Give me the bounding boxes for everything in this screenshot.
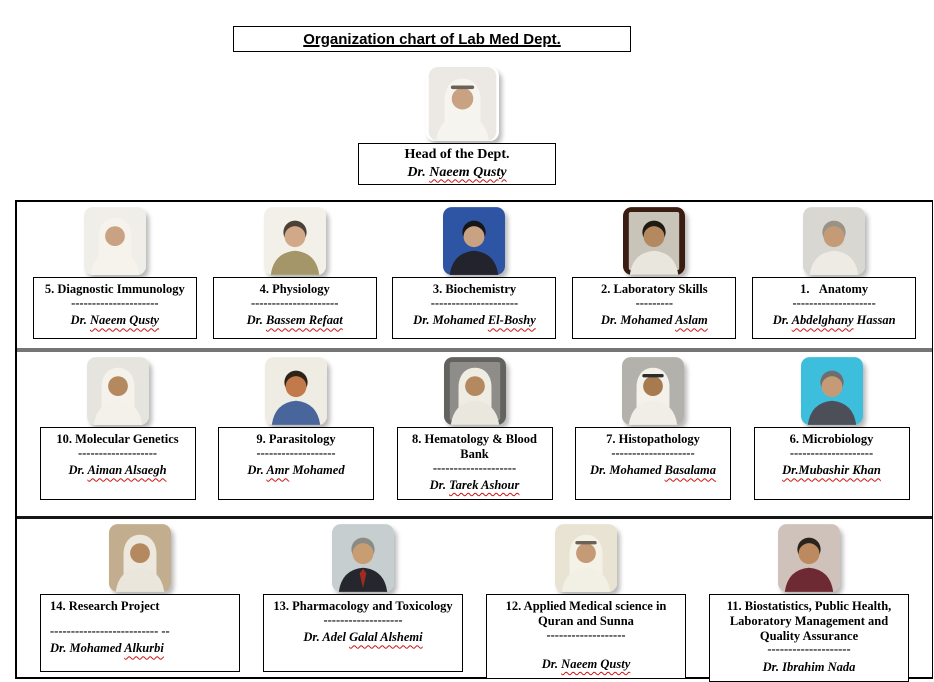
division-title: 3. Biochemistry [432, 282, 517, 296]
doctor-name: Dr. Aiman Alsaegh [68, 463, 167, 478]
staff-photo [443, 357, 506, 425]
separator-dashes: --------- [635, 296, 674, 310]
division-title: 14. Research Project [50, 599, 160, 613]
dept-unit-1-anatomy: 1. Anatomy -------------------- Dr. Abde… [752, 207, 917, 339]
dept-unit-10-molecular-genetics: 10. Molecular Genetics -----------------… [39, 357, 196, 500]
staff-photo [86, 357, 149, 425]
dept-unit-14-research-project: 14. Research Project -------------------… [40, 524, 240, 672]
head-of-dept-title: Head of the Dept. [404, 147, 510, 162]
division-box: 7. Histopathology -------------------- D… [575, 427, 731, 500]
dept-unit-4-physiology: 4. Physiology --------------------- Dr. … [212, 207, 377, 339]
dept-unit-12-applied-medical-science: 12. Applied Medical science in Quran and… [486, 524, 686, 680]
division-box: 13. Pharmacology and Toxicology --------… [263, 594, 463, 672]
staff-photo [803, 207, 866, 275]
dept-unit-5-diagnostic-immunology: 5. Diagnostic Immunology ---------------… [32, 207, 197, 339]
division-box: 6. Microbiology -------------------- Dr.… [753, 427, 910, 500]
division-title: 6. Microbiology [789, 432, 874, 446]
division-box: 10. Molecular Genetics -----------------… [39, 427, 196, 500]
doctor-name: Dr. Mohamed Alkurbi [50, 641, 164, 656]
division-row-2: 10. Molecular Genetics -----------------… [17, 352, 932, 519]
division-row-1: 5. Diagnostic Immunology ---------------… [17, 202, 932, 352]
chart-title: Organization chart of Lab Med Dept. [303, 30, 561, 48]
separator-dashes: ------------------- [77, 446, 158, 460]
division-title: 11. Biostatistics, Public Health, Labora… [726, 599, 892, 643]
chart-title-box: Organization chart of Lab Med Dept. [233, 26, 631, 52]
staff-photo [443, 207, 506, 275]
doctor-name: Dr. Ibrahim Nada [762, 659, 856, 674]
division-title: 10. Molecular Genetics [56, 432, 179, 446]
division-title: 4. Physiology [259, 282, 330, 296]
separator-dashes: --------------------- [71, 296, 159, 310]
separator-dashes: -------------------- [611, 446, 695, 460]
separator-dashes: --------------------- [430, 296, 519, 310]
division-row-3: 14. Research Project -------------------… [17, 519, 932, 682]
division-title: 13. Pharmacology and Toxicology [273, 599, 453, 613]
head-of-dept-photo [426, 67, 499, 141]
doctor-name: Dr. Bassem Refaat [246, 313, 343, 328]
separator-dashes: ------------------- [323, 613, 403, 627]
division-box: 1. Anatomy -------------------- Dr. Abde… [752, 277, 917, 339]
doctor-name: Dr. Tarek Ashour [429, 478, 520, 492]
dept-unit-8-hematology-blood-bank: 8. Hematology & Blood Bank -------------… [396, 357, 553, 501]
doctor-name: Dr. Amr Mohamed [247, 463, 345, 478]
division-box: 4. Physiology --------------------- Dr. … [212, 277, 377, 339]
division-box: 9. Parasitology ------------------- Dr. … [218, 427, 374, 500]
org-chart-board: 5. Diagnostic Immunology ---------------… [15, 200, 933, 682]
staff-photo [555, 524, 617, 592]
division-title: 7. Histopathology [606, 432, 700, 446]
separator-dashes: -------------------- [792, 296, 876, 310]
doctor-name: Dr. Abdelghany Hassan [772, 313, 896, 328]
doctor-name: Dr. Naeem Qusty [70, 313, 160, 328]
dept-unit-2-laboratory-skills: 2. Laboratory Skills --------- Dr. Moham… [572, 207, 737, 339]
dept-unit-13-pharmacology-toxicology: 13. Pharmacology and Toxicology --------… [263, 524, 463, 672]
separator-dashes: -------------------- [432, 461, 517, 474]
staff-photo [332, 524, 394, 592]
division-box: 14. Research Project -------------------… [40, 594, 240, 672]
staff-photo [109, 524, 171, 592]
division-title: 1. Anatomy [800, 282, 869, 296]
staff-photo [800, 357, 863, 425]
staff-photo [623, 207, 686, 275]
staff-photo [83, 207, 146, 275]
dept-unit-9-parasitology: 9. Parasitology ------------------- Dr. … [218, 357, 374, 500]
dept-unit-11-biostatistics-public-health: 11. Biostatistics, Public Health, Labora… [709, 524, 909, 682]
head-of-dept-name: Dr. Naeem Qusty [407, 164, 507, 180]
dept-unit-7-histopathology: 7. Histopathology -------------------- D… [575, 357, 731, 500]
dept-unit-3-biochemistry: 3. Biochemistry --------------------- Dr… [392, 207, 557, 339]
division-box: 12. Applied Medical science in Quran and… [486, 594, 686, 680]
head-of-dept-box: Head of the Dept. Dr. Naeem Qusty [358, 143, 556, 185]
staff-photo [778, 524, 840, 592]
doctor-name: Dr. Mohamed El-Boshy [413, 313, 536, 328]
division-box: 5. Diagnostic Immunology ---------------… [32, 277, 197, 339]
dept-unit-6-microbiology: 6. Microbiology -------------------- Dr.… [753, 357, 910, 500]
staff-photo [622, 357, 684, 425]
doctor-name: Dr.Mubashir Khan [782, 463, 881, 478]
division-box: 8. Hematology & Blood Bank -------------… [396, 427, 553, 501]
separator-dashes: -------------------- [789, 446, 874, 460]
division-box: 2. Laboratory Skills --------- Dr. Moham… [572, 277, 737, 339]
separator-dashes: --------------------- [250, 296, 339, 310]
separator-dashes: ------------------- [256, 446, 336, 460]
doctor-name: Dr. Naeem Qusty [541, 657, 631, 671]
staff-photo [263, 207, 326, 275]
separator-dashes: -------------------------- -- [50, 624, 170, 638]
division-title: 12. Applied Medical science in Quran and… [505, 599, 667, 628]
division-box: 11. Biostatistics, Public Health, Labora… [709, 594, 909, 682]
division-title: 9. Parasitology [256, 432, 336, 446]
separator-dashes: -------------------- [767, 643, 851, 656]
doctor-name: Dr. Mohamed Aslam [600, 313, 708, 328]
division-box: 3. Biochemistry --------------------- Dr… [392, 277, 557, 339]
doctor-name: Dr. Mohamed Basalama [589, 463, 717, 478]
division-title: 8. Hematology & Blood Bank [412, 432, 537, 461]
doctor-name: Dr. Adel Galal Alshemi [303, 630, 423, 645]
division-title: 2. Laboratory Skills [601, 282, 708, 296]
division-title: 5. Diagnostic Immunology [44, 282, 185, 296]
separator-dashes: ------------------- [546, 628, 626, 641]
staff-photo [265, 357, 327, 425]
